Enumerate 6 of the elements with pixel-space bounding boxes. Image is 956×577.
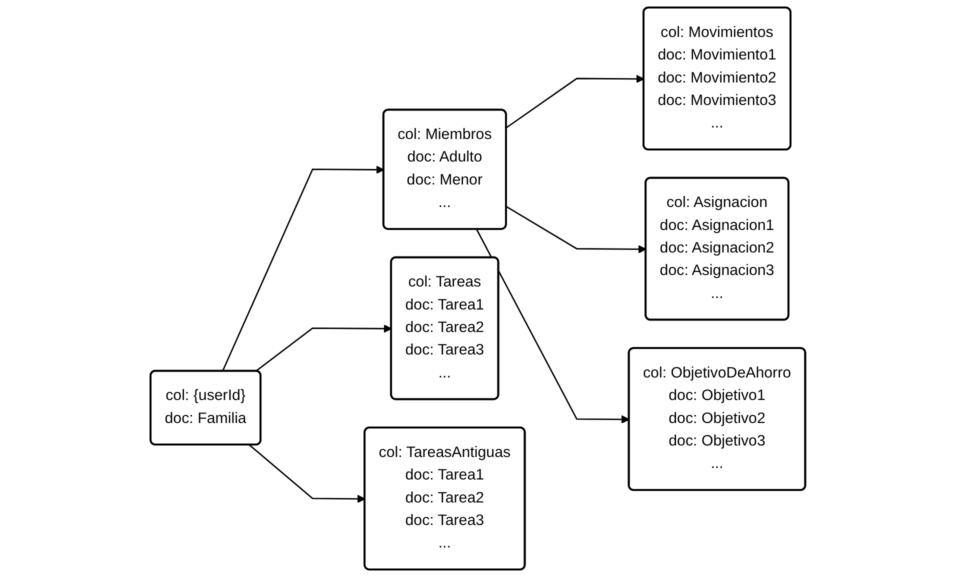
arrow bbox=[506, 206, 647, 254]
arrow bbox=[476, 229, 630, 424]
arrow bbox=[506, 74, 644, 128]
arrow bbox=[255, 324, 392, 372]
arrow bbox=[222, 166, 384, 372]
arrow bbox=[249, 444, 366, 504]
